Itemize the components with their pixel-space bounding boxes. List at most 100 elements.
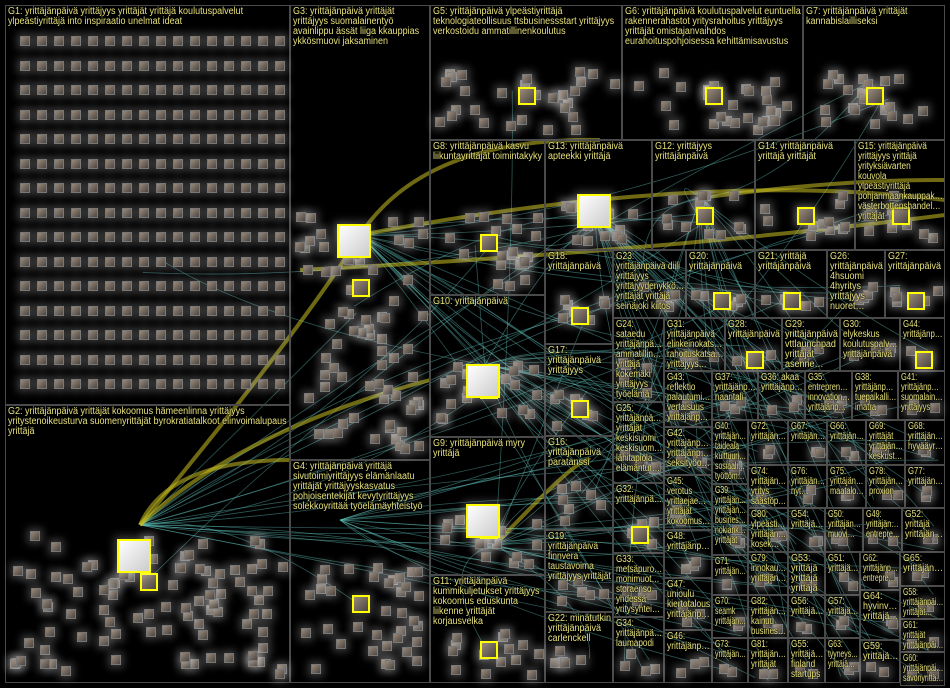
node-avatar[interactable]	[173, 207, 183, 218]
node-avatar[interactable]	[585, 590, 596, 601]
node-avatar[interactable]	[139, 36, 149, 46]
node-avatar[interactable]	[209, 599, 220, 610]
node-avatar[interactable]	[275, 134, 285, 144]
node-avatar[interactable]	[368, 265, 379, 276]
node-avatar[interactable]	[446, 71, 457, 82]
node-avatar[interactable]	[451, 632, 462, 643]
node-avatar[interactable]	[675, 454, 686, 465]
node-avatar[interactable]	[744, 86, 755, 97]
node-avatar[interactable]	[190, 109, 200, 120]
node-avatar[interactable]	[224, 207, 234, 218]
node-avatar[interactable]	[207, 60, 217, 71]
node-avatar[interactable]	[475, 538, 486, 549]
node-avatar[interactable]	[20, 183, 30, 193]
node-avatar[interactable]	[906, 670, 917, 681]
node-avatar[interactable]	[412, 637, 423, 648]
node-avatar[interactable]	[235, 577, 246, 588]
node-avatar[interactable]	[173, 85, 183, 95]
node-avatar[interactable]	[277, 561, 288, 572]
hub-node-avatar[interactable]	[479, 640, 498, 659]
node-avatar[interactable]	[517, 639, 528, 650]
node-avatar[interactable]	[522, 74, 533, 85]
node-avatar[interactable]	[241, 354, 251, 365]
node-avatar[interactable]	[765, 444, 776, 455]
node-avatar[interactable]	[183, 549, 194, 560]
node-avatar[interactable]	[353, 622, 364, 633]
node-avatar[interactable]	[110, 629, 121, 640]
node-avatar[interactable]	[139, 379, 149, 389]
node-avatar[interactable]	[258, 354, 268, 365]
node-avatar[interactable]	[71, 183, 81, 193]
node-avatar[interactable]	[275, 256, 285, 267]
node-avatar[interactable]	[403, 343, 414, 354]
node-avatar[interactable]	[54, 281, 64, 291]
node-avatar[interactable]	[681, 400, 692, 411]
node-avatar[interactable]	[122, 183, 132, 193]
node-avatar[interactable]	[156, 158, 166, 169]
node-avatar[interactable]	[122, 379, 132, 389]
node-avatar[interactable]	[190, 354, 200, 365]
node-avatar[interactable]	[105, 281, 115, 291]
node-avatar[interactable]	[813, 297, 824, 308]
node-avatar[interactable]	[304, 393, 315, 404]
node-avatar[interactable]	[634, 80, 645, 91]
node-avatar[interactable]	[316, 584, 327, 595]
node-avatar[interactable]	[310, 664, 321, 675]
node-avatar[interactable]	[37, 330, 47, 340]
node-avatar[interactable]	[918, 602, 929, 613]
node-avatar[interactable]	[190, 134, 200, 144]
node-avatar[interactable]	[557, 579, 568, 590]
node-avatar[interactable]	[680, 221, 691, 232]
hub-node-avatar[interactable]	[797, 207, 815, 225]
node-avatar[interactable]	[250, 536, 261, 547]
node-avatar[interactable]	[156, 207, 166, 218]
node-avatar[interactable]	[122, 207, 132, 218]
node-avatar[interactable]	[576, 77, 587, 88]
node-avatar[interactable]	[530, 231, 541, 242]
node-avatar[interactable]	[682, 616, 693, 627]
node-avatar[interactable]	[139, 109, 149, 120]
node-avatar[interactable]	[736, 397, 747, 408]
node-avatar[interactable]	[207, 134, 217, 144]
node-avatar[interactable]	[876, 404, 887, 415]
node-avatar[interactable]	[505, 121, 516, 132]
node-avatar[interactable]	[257, 558, 268, 569]
node-avatar[interactable]	[886, 223, 897, 233]
node-avatar[interactable]	[650, 664, 661, 675]
node-avatar[interactable]	[752, 125, 763, 136]
node-avatar[interactable]	[519, 274, 530, 285]
node-avatar[interactable]	[418, 310, 429, 321]
node-avatar[interactable]	[321, 353, 332, 364]
node-avatar[interactable]	[156, 256, 166, 267]
node-avatar[interactable]	[772, 623, 783, 634]
node-avatar[interactable]	[71, 85, 81, 95]
node-avatar[interactable]	[385, 659, 396, 670]
node-avatar[interactable]	[105, 60, 115, 71]
node-avatar[interactable]	[207, 330, 217, 340]
node-avatar[interactable]	[776, 530, 787, 541]
node-avatar[interactable]	[20, 305, 30, 316]
node-avatar[interactable]	[661, 100, 672, 111]
node-avatar[interactable]	[575, 67, 586, 78]
node-avatar[interactable]	[676, 82, 687, 93]
node-avatar[interactable]	[20, 36, 30, 46]
node-avatar[interactable]	[20, 60, 30, 71]
node-avatar[interactable]	[720, 400, 731, 411]
node-avatar[interactable]	[180, 652, 191, 663]
node-avatar[interactable]	[173, 183, 183, 193]
node-avatar[interactable]	[866, 662, 877, 673]
node-avatar[interactable]	[409, 615, 419, 626]
node-avatar[interactable]	[730, 118, 741, 129]
node-avatar[interactable]	[919, 228, 930, 239]
node-avatar[interactable]	[760, 204, 771, 215]
node-avatar[interactable]	[12, 565, 23, 576]
node-avatar[interactable]	[868, 534, 878, 545]
node-avatar[interactable]	[156, 281, 166, 291]
node-avatar[interactable]	[99, 604, 110, 615]
node-avatar[interactable]	[600, 299, 611, 310]
node-avatar[interactable]	[406, 404, 417, 415]
node-avatar[interactable]	[71, 36, 81, 46]
node-avatar[interactable]	[275, 183, 285, 193]
node-avatar[interactable]	[139, 330, 149, 340]
hub-node-avatar[interactable]	[914, 350, 933, 369]
